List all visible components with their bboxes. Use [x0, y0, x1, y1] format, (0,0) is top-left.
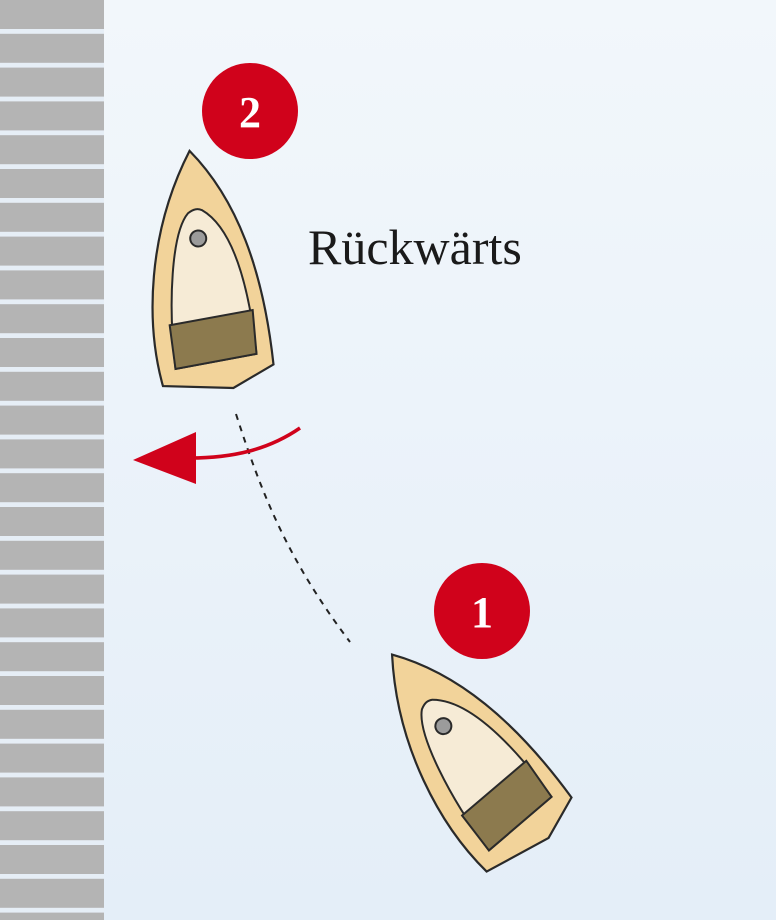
pier-plank [0, 169, 104, 198]
pier-plank [0, 101, 104, 131]
pier-plank [0, 709, 104, 739]
pier-plank [0, 33, 104, 63]
pier-plank [0, 574, 104, 604]
boat-path-line [235, 413, 351, 643]
pier-plank [0, 439, 104, 469]
pier-plank [0, 608, 104, 638]
pier-plank [0, 270, 104, 300]
pier-plank [0, 405, 104, 435]
pier-plank [0, 473, 104, 503]
maneuver-label: Rückwärts [308, 219, 522, 275]
pier-plank [0, 912, 104, 920]
pier-plank [0, 676, 104, 705]
pier-plank [0, 371, 104, 401]
pier-plank [0, 845, 104, 874]
pier [0, 0, 104, 920]
pier-plank [0, 642, 104, 672]
pier-plank [0, 67, 104, 97]
pier-plank [0, 777, 104, 807]
step-marker-2: 2 [202, 63, 298, 159]
pier-plank [0, 811, 104, 841]
pier-plank [0, 540, 104, 570]
step-marker-1-number: 1 [471, 588, 493, 637]
pier-plank [0, 878, 104, 908]
pier-plank [0, 202, 104, 232]
pier-plank [0, 0, 104, 29]
pier-plank [0, 507, 104, 536]
step-marker-1: 1 [434, 563, 530, 659]
pier-plank [0, 135, 104, 165]
pier-plank [0, 743, 104, 773]
pier-plank [0, 304, 104, 334]
pier-plank [0, 338, 104, 367]
curved-arrow-left-icon [133, 426, 301, 484]
pier-plank [0, 236, 104, 266]
step-marker-2-number: 2 [239, 88, 261, 137]
